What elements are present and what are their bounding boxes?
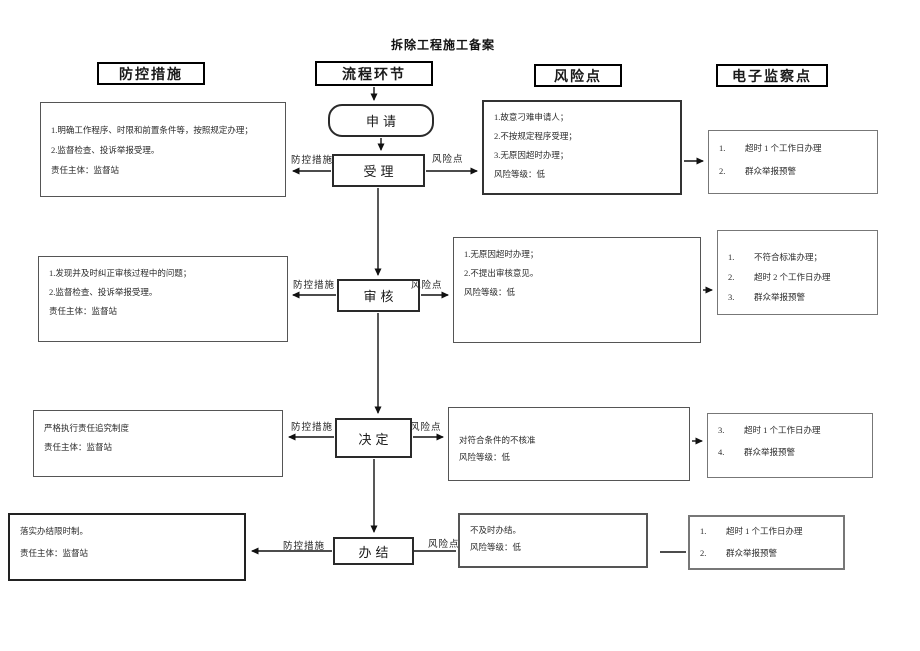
arrow-label-risk-1: 风险点 [432, 155, 464, 165]
item-text: 群众举报预警 [744, 447, 796, 457]
text-line: 对符合条件的不核准 [459, 435, 536, 445]
monitor-box-4: 1. 超时 1 个工作日办理 2. 群众举报预警 [688, 515, 845, 570]
text-line: 2.监督检查、投诉举报受理。 [51, 145, 160, 155]
text-line: 风险等级：低 [464, 287, 516, 297]
list-item: 1. 超时 1 个工作日办理 [700, 520, 833, 542]
item-number: 1. [719, 143, 726, 153]
list-item: 2. 群众举报预警 [719, 160, 867, 183]
item-text: 超时 1 个工作日办理 [744, 425, 821, 435]
risk-box-3: 对符合条件的不核准 风险等级：低 [448, 407, 690, 481]
monitor-box-2: 1. 不符合标准办理； 2. 超时 2 个工作日办理 3. 群众举报预警 [717, 230, 878, 315]
item-number: 1. [700, 526, 707, 536]
risk-box-2: 1.无原因超时办理； 2.不提出审核意见。 风险等级：低 [453, 237, 701, 343]
header-risk: 风险点 [534, 64, 622, 87]
text-line: 1.无原因超时办理； [464, 249, 539, 259]
text-line: 2.不按规定程序受理； [494, 131, 577, 141]
flow-node-decide: 决定 [335, 418, 412, 458]
flow-node-apply: 申请 [328, 104, 434, 137]
arrow-label-prevention-2: 防控措施 [293, 281, 336, 291]
text-line: 风险等级：低 [459, 452, 511, 462]
item-number: 2. [719, 166, 726, 176]
text-line: 责任主体：监督站 [20, 548, 89, 558]
prevention-box-3: 严格执行责任追究制度 责任主体：监督站 [33, 410, 283, 477]
risk-box-4: 不及时办结。 风险等级：低 [458, 513, 648, 568]
text-line: 责任主体：监督站 [49, 306, 118, 316]
list-item: 1. 不符合标准办理； [728, 247, 867, 267]
text-line: 责任主体：监督站 [51, 165, 120, 175]
prevention-box-4: 落实办结限时制。 责任主体：监督站 [8, 513, 246, 581]
item-text: 超时 1 个工作日办理 [745, 143, 822, 153]
item-number: 2. [728, 272, 735, 282]
item-number: 3. [718, 425, 725, 435]
item-text: 超时 1 个工作日办理 [726, 526, 803, 536]
prevention-box-1: 1.明确工作程序、时限和前置条件等，按照规定办理； 2.监督检查、投诉举报受理。… [40, 102, 286, 197]
page-title: 拆除工程施工备案 [390, 38, 496, 52]
text-line: 风险等级：低 [470, 542, 522, 552]
header-monitor: 电子监察点 [716, 64, 828, 87]
arrow-label-prevention-3: 防控措施 [291, 423, 334, 433]
flow-node-accept: 受理 [332, 154, 425, 187]
list-item: 2. 超时 2 个工作日办理 [728, 267, 867, 287]
text-line: 2.不提出审核意见。 [464, 268, 539, 278]
flow-node-review: 审核 [337, 279, 420, 312]
header-process: 流程环节 [315, 61, 433, 86]
item-text: 群众举报预警 [754, 292, 806, 302]
item-number: 2. [700, 548, 707, 558]
text-line: 不及时办结。 [470, 525, 522, 535]
list-item: 1. 超时 1 个工作日办理 [719, 137, 867, 160]
list-item: 4. 群众举报预警 [718, 441, 862, 463]
item-number: 4. [718, 447, 725, 457]
item-number: 1. [728, 252, 735, 262]
arrow-label-risk-2: 风险点 [411, 281, 443, 291]
arrow-label-risk-4: 风险点 [428, 540, 460, 550]
item-text: 不符合标准办理； [754, 252, 823, 262]
arrow-label-prevention-1: 防控措施 [291, 156, 334, 166]
text-line: 责任主体：监督站 [44, 442, 113, 452]
flow-node-finish: 办结 [333, 537, 414, 565]
text-line: 1.发现并及时纠正审核过程中的问题； [49, 268, 192, 278]
arrow-label-risk-3: 风险点 [410, 423, 442, 433]
list-item: 2. 群众举报预警 [700, 542, 833, 564]
text-line: 严格执行责任追究制度 [44, 423, 130, 433]
header-prevention: 防控措施 [97, 62, 205, 85]
list-item: 3. 群众举报预警 [728, 287, 867, 307]
text-line: 3.无原因超时办理； [494, 150, 569, 160]
text-line: 落实办结限时制。 [20, 526, 89, 536]
list-item: 3. 超时 1 个工作日办理 [718, 419, 862, 441]
monitor-box-3: 3. 超时 1 个工作日办理 4. 群众举报预警 [707, 413, 873, 478]
item-text: 超时 2 个工作日办理 [754, 272, 831, 282]
text-line: 风险等级：低 [494, 169, 546, 179]
prevention-box-2: 1.发现并及时纠正审核过程中的问题； 2.监督检查、投诉举报受理。 责任主体：监… [38, 256, 288, 342]
monitor-box-1: 1. 超时 1 个工作日办理 2. 群众举报预警 [708, 130, 878, 194]
item-text: 群众举报预警 [726, 548, 778, 558]
risk-box-1: 1.故意刁难申请人； 2.不按规定程序受理； 3.无原因超时办理； 风险等级：低 [482, 100, 682, 195]
item-text: 群众举报预警 [745, 166, 797, 176]
text-line: 1.明确工作程序、时限和前置条件等，按照规定办理； [51, 125, 253, 135]
item-number: 3. [728, 292, 735, 302]
text-line: 2.监督检查、投诉举报受理。 [49, 287, 158, 297]
arrow-label-prevention-4: 防控措施 [283, 542, 326, 552]
text-line: 1.故意刁难申请人； [494, 112, 569, 122]
